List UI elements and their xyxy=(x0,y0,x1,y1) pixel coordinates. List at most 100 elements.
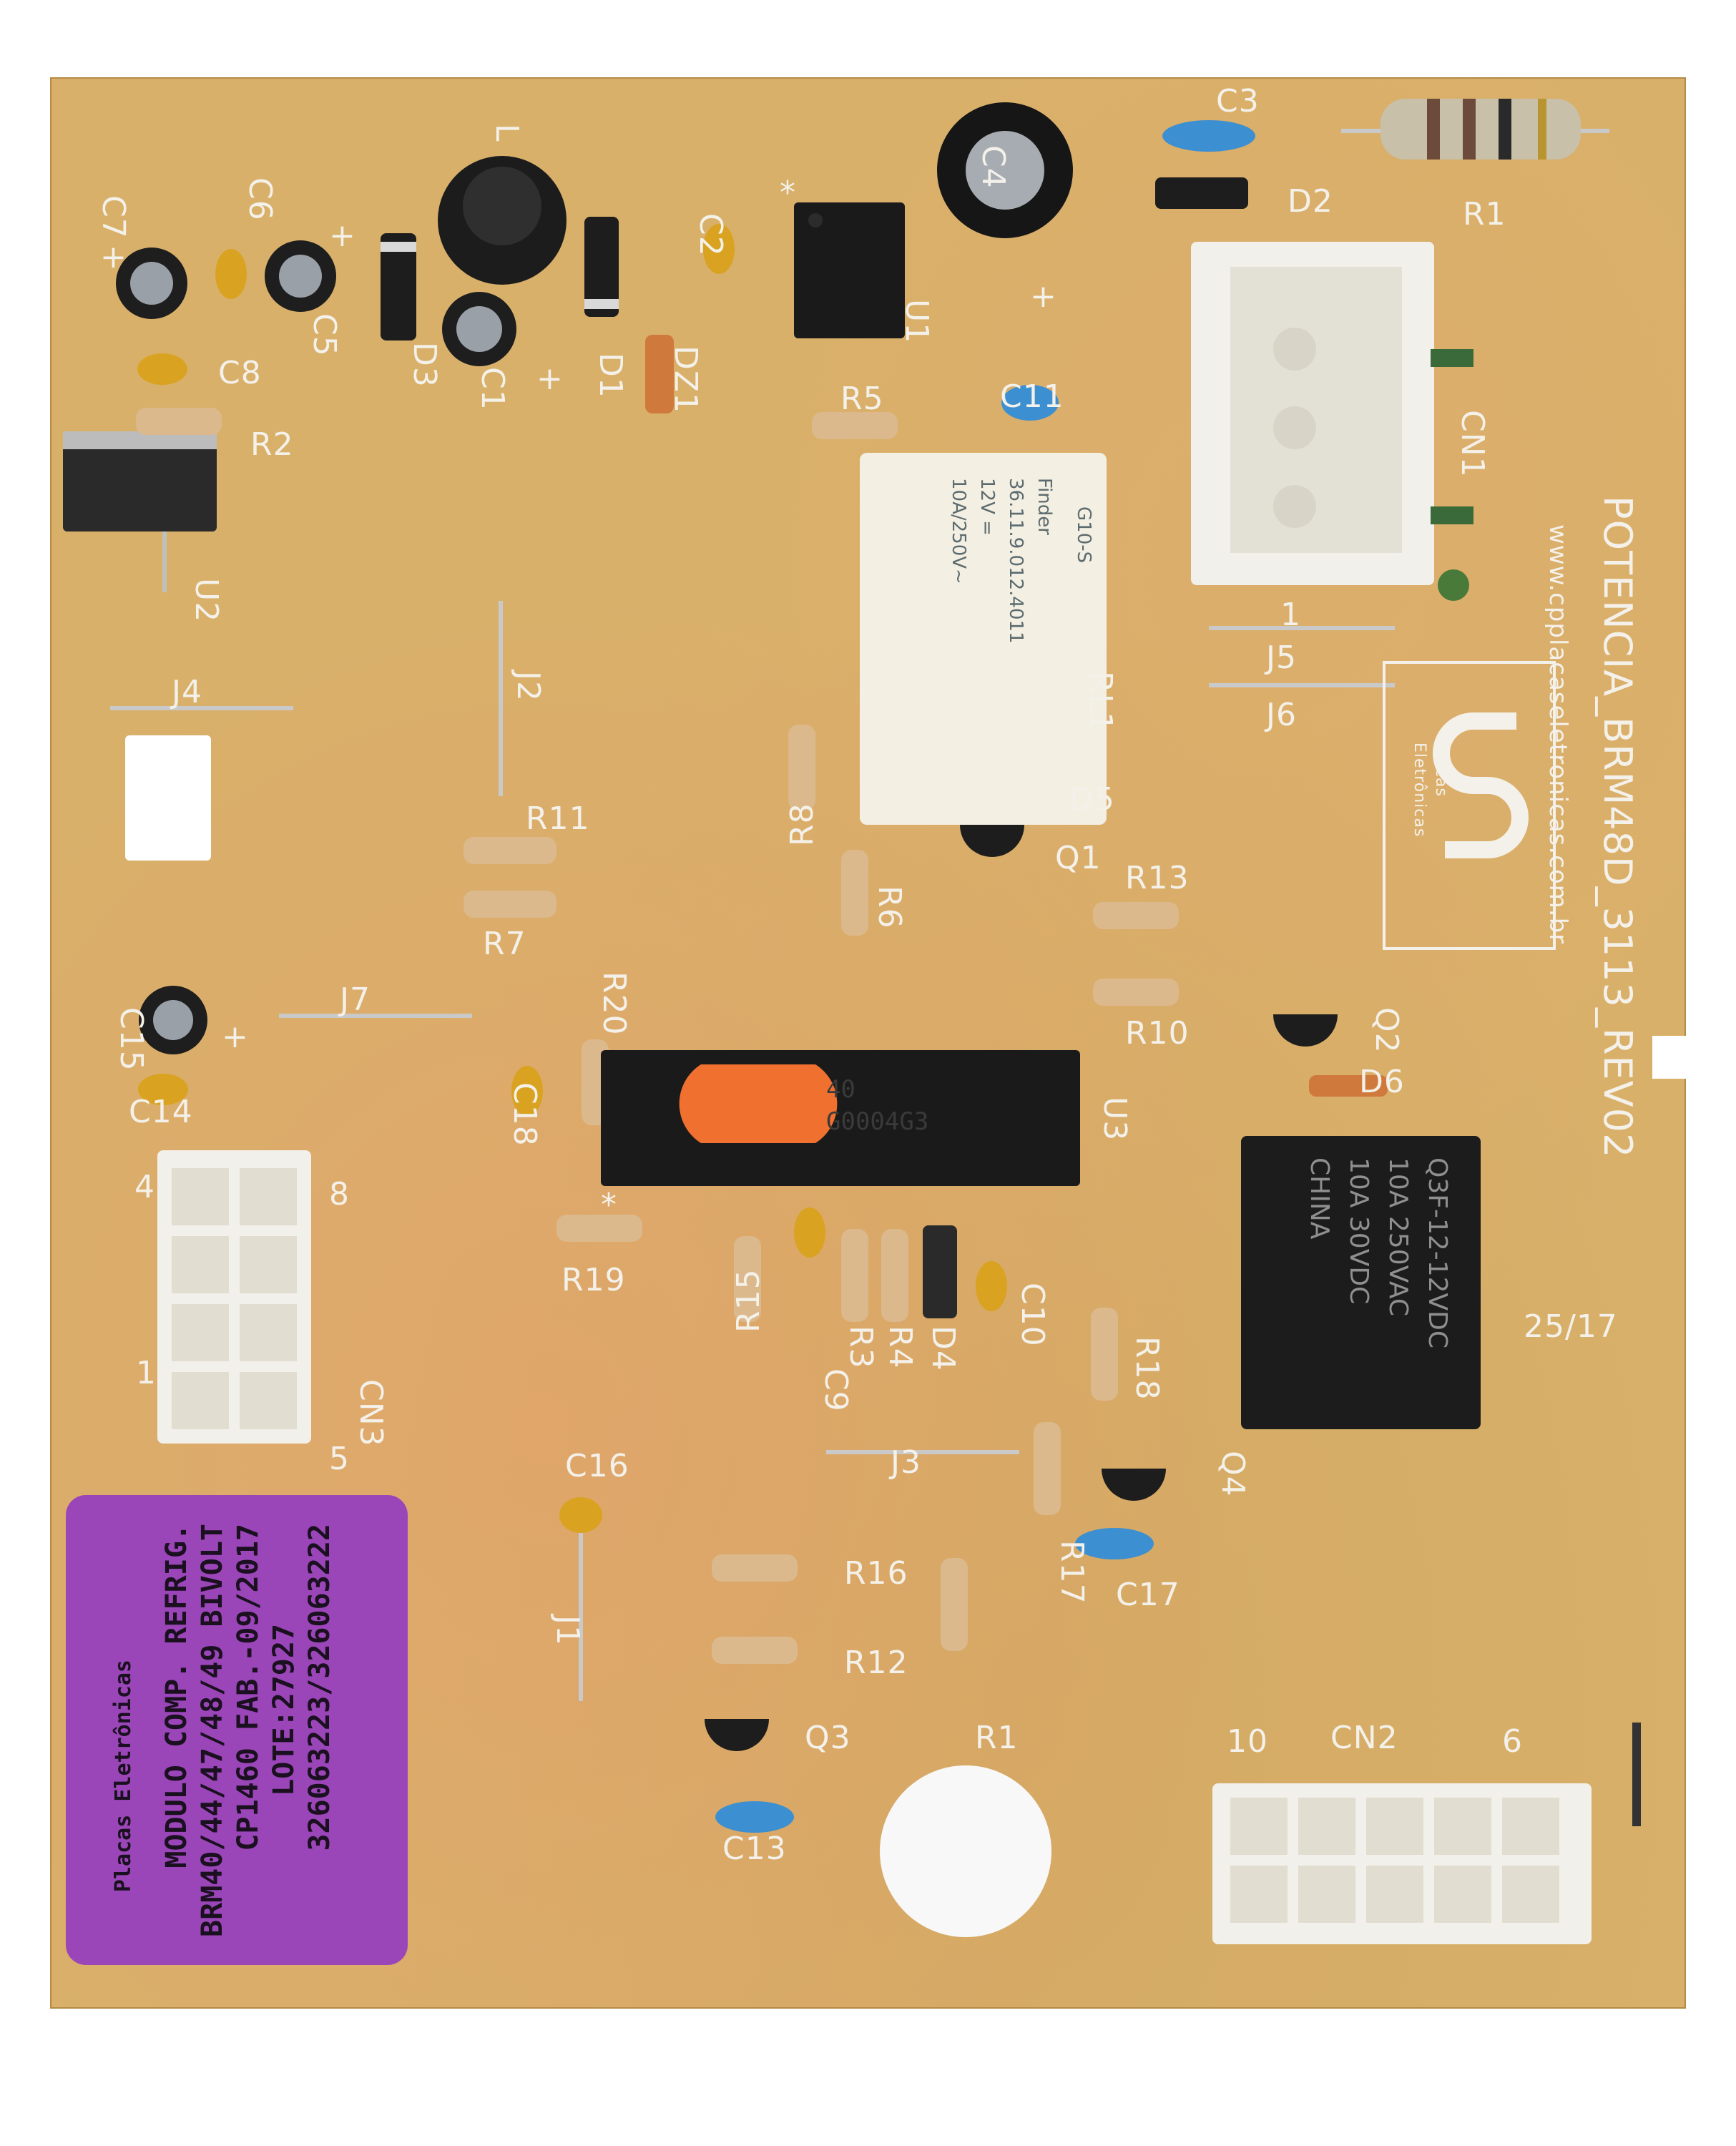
label-star-u3: * xyxy=(601,1187,617,1223)
label-u3: U3 xyxy=(1097,1097,1133,1142)
label-c8: C8 xyxy=(218,355,262,391)
label-r3: R3 xyxy=(843,1326,879,1369)
label-c16: C16 xyxy=(565,1448,629,1484)
label-d4: D4 xyxy=(925,1326,961,1371)
label-d6: D6 xyxy=(1359,1064,1405,1100)
label-star-u1: * xyxy=(780,175,796,211)
label-l: L xyxy=(489,124,525,142)
label-j1: J1 xyxy=(549,1615,586,1646)
label-d5: D5 xyxy=(1069,781,1115,818)
label-r4: R4 xyxy=(882,1326,918,1369)
label-plus-c1: + xyxy=(536,361,564,397)
u1-dip8 xyxy=(794,202,905,338)
label-r17: R17 xyxy=(1054,1540,1090,1604)
cp-logo-mark xyxy=(1433,712,1529,858)
label-plus-c5: + xyxy=(329,217,356,254)
relay2-line3: 10A 30VDC xyxy=(1344,1157,1373,1305)
sticker-text-block: Placas Eletrônicas MODULO COMP. REFRIG. … xyxy=(66,1495,408,1965)
sticker-line-1: Placas Eletrônicas xyxy=(111,1660,136,1893)
label-d1: D1 xyxy=(592,353,629,398)
sticker-line-6: 326063223/326063222 xyxy=(303,1524,336,1851)
label-j7: J7 xyxy=(340,981,371,1018)
relay1-line3: 10A/250V~ xyxy=(948,478,969,584)
label-r5: R5 xyxy=(840,381,884,417)
label-c11: C11 xyxy=(1000,378,1064,415)
relay2-line2: 10A 250VAC xyxy=(1383,1157,1413,1317)
u3-mcu xyxy=(601,1050,1080,1186)
sticker-line-5: LOTE:27927 xyxy=(268,1624,300,1796)
label-q4: Q4 xyxy=(1215,1451,1251,1497)
label-r1b: R1 xyxy=(975,1720,1019,1756)
label-r1: R1 xyxy=(1463,196,1506,232)
electrolytic-capacitors xyxy=(116,102,1073,1054)
relay-2-black xyxy=(1241,1136,1481,1429)
label-c4: C4 xyxy=(975,145,1011,189)
label-cn2-pin6: 6 xyxy=(1502,1723,1523,1760)
label-cn3-pin5: 5 xyxy=(329,1441,350,1477)
label-d3: D3 xyxy=(406,342,443,388)
cp-logo-box xyxy=(1383,661,1556,950)
board-slot xyxy=(125,735,211,861)
mcu-marking-1: 40 xyxy=(826,1075,855,1104)
label-c9: C9 xyxy=(818,1368,854,1412)
label-c5: C5 xyxy=(306,313,343,357)
relay1-brand: Finder xyxy=(1034,478,1055,535)
label-r18: R18 xyxy=(1129,1336,1165,1401)
logo-text-2: Eletrônicas xyxy=(1411,743,1428,838)
relay2-line1: Q3F-12-12VDC xyxy=(1423,1157,1452,1349)
label-cn1-pin1: 1 xyxy=(1280,597,1301,633)
label-r20: R20 xyxy=(596,971,632,1036)
label-r16: R16 xyxy=(844,1555,908,1592)
label-cn3-pin4: 4 xyxy=(134,1169,155,1205)
relay1-line4: G10-S xyxy=(1073,506,1094,564)
fiducial-dot xyxy=(1438,569,1469,601)
label-q1: Q1 xyxy=(1055,840,1102,876)
relay2-line4: CHINA xyxy=(1305,1157,1334,1240)
label-c10: C10 xyxy=(1014,1283,1051,1347)
label-cn2-pin10: 10 xyxy=(1227,1723,1268,1760)
label-c17: C17 xyxy=(1116,1577,1180,1613)
cn1-connector xyxy=(1191,242,1473,585)
label-r6: R6 xyxy=(871,886,908,929)
label-c7: C7 xyxy=(95,195,132,239)
label-q3: Q3 xyxy=(805,1720,851,1756)
label-cn3-pin1: 1 xyxy=(136,1355,157,1391)
inductor-l xyxy=(438,156,567,285)
label-r12: R12 xyxy=(844,1645,908,1681)
label-plus-c15: + xyxy=(222,1019,249,1055)
u2-regulator xyxy=(63,431,217,592)
label-r13: R13 xyxy=(1125,860,1190,896)
cn2-connector xyxy=(1212,1783,1592,1944)
label-date-code: 25/17 xyxy=(1524,1308,1618,1345)
label-cn1: CN1 xyxy=(1454,410,1491,478)
board-website: www.cpplacaseletronicas.com.br xyxy=(1544,524,1572,945)
relay1-line2: 12V = xyxy=(976,478,998,536)
diodes xyxy=(381,177,1388,1318)
label-c13: C13 xyxy=(722,1831,787,1867)
ceramic-capacitors-blue xyxy=(715,120,1255,1833)
label-r15: R15 xyxy=(730,1268,767,1333)
label-j6: J6 xyxy=(1266,697,1297,733)
label-r2: R2 xyxy=(250,426,294,463)
board-title: POTENCIA_BRM48D_3113_REV02 xyxy=(1595,496,1640,1159)
label-r7: R7 xyxy=(483,926,526,962)
logo-text-1: Placas xyxy=(1432,743,1450,797)
label-plus-c7: + xyxy=(100,239,127,275)
label-cn3: CN3 xyxy=(353,1379,389,1447)
relay-1-white xyxy=(860,453,1107,825)
label-dz1: DZ1 xyxy=(667,346,704,414)
label-r11: R11 xyxy=(526,800,590,837)
transistors xyxy=(705,825,1338,1751)
label-r19: R19 xyxy=(561,1262,626,1298)
sticker-line-2: MODULO COMP. REFRIG. xyxy=(160,1524,193,1868)
label-u1: U1 xyxy=(898,299,935,344)
pcb-artwork xyxy=(63,99,1686,1944)
cn3-connector xyxy=(157,1150,311,1444)
sticker-line-4: CP1460 FAB.-09/2017 xyxy=(232,1524,265,1851)
product-label-sticker: Placas Eletrônicas MODULO COMP. REFRIG. … xyxy=(66,1495,408,1965)
sticker-line-3: BRM40/44/47/48/49 BIVOLT xyxy=(196,1524,229,1937)
jumper-wires xyxy=(110,601,1395,1701)
label-r8: R8 xyxy=(784,803,820,846)
label-rl1: RL1 xyxy=(1082,671,1119,733)
label-j4: J4 xyxy=(172,674,202,710)
